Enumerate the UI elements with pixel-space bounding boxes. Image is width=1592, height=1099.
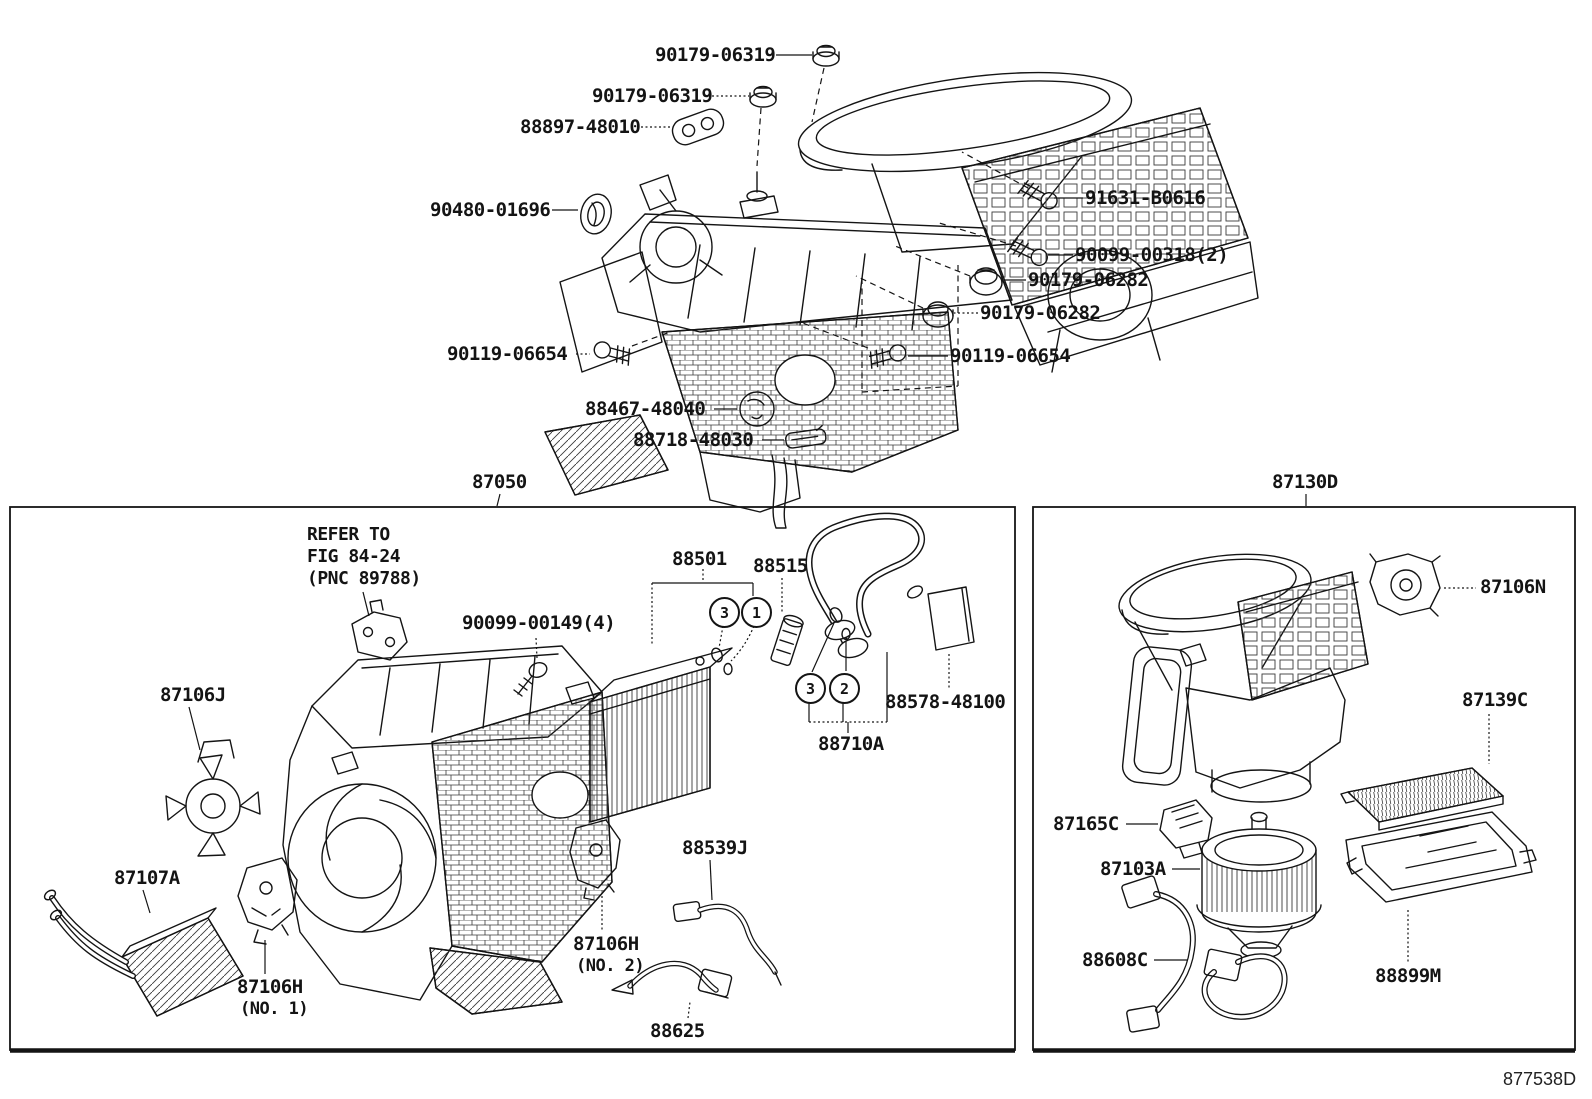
o-ring-icon [841, 627, 851, 641]
part-label-90480-01696: 90480-01696 [430, 199, 551, 221]
part-label-90179-06282-b: 90179-06282 [980, 302, 1101, 324]
o-ring-icon [711, 647, 723, 663]
refer-note-line-1: REFER TO [307, 524, 390, 545]
part-label-87165C: 87165C [1053, 813, 1119, 835]
part-label-90099-00149: 90099-00149(4) [462, 612, 616, 634]
part-label-87106H-no2: 87106H [573, 933, 639, 955]
top-exploded-assembly-drawing [544, 71, 1259, 529]
section-boxes [9, 493, 1576, 1053]
part-label-88578-48100: 88578-48100 [885, 691, 1006, 713]
heater-core-icon [43, 889, 244, 1017]
top-leader-lines [552, 54, 1083, 441]
panel-title-87130D: 87130D [1272, 471, 1338, 493]
part-label-90119-06654-a: 90119-06654 [950, 345, 1071, 367]
part-label-87107A: 87107A [114, 867, 180, 889]
screw-icon [513, 662, 548, 697]
refer-note-line-2: FIG 84-24 [307, 546, 401, 567]
evaporator-icon [589, 647, 733, 823]
part-label-87106H-no1-sub: (NO. 1) [240, 999, 309, 1019]
part-label-91631-B0616: 91631-B0616 [1085, 187, 1206, 209]
callout-circle-3b: 3 [795, 673, 826, 704]
clip-icon [785, 424, 827, 449]
cabin-air-filter-icon [1340, 767, 1504, 831]
part-label-87106N: 87106N [1480, 576, 1546, 598]
thermistor-wire-icon [611, 960, 733, 999]
right-panel-leader-lines [1126, 587, 1490, 962]
part-label-88710A: 88710A [818, 733, 884, 755]
callout-circle-3a: 3 [709, 597, 740, 628]
nut-icon [749, 85, 777, 108]
expansion-valve-icon [770, 614, 804, 667]
servo-motor-icon [1369, 553, 1441, 617]
sticker-icon [927, 586, 975, 651]
gasket-icon [671, 108, 725, 146]
nut-icon [812, 44, 840, 67]
part-label-87103A: 87103A [1100, 858, 1166, 880]
screw-icon [593, 341, 632, 366]
servo-motor-icon [569, 819, 621, 901]
heater-unit-87050-drawing [43, 512, 975, 1017]
part-label-88501: 88501 [672, 548, 727, 570]
callout-circle-1: 1 [741, 597, 772, 628]
filter-case-icon [1345, 811, 1537, 903]
diagram-code: 877538D [1503, 1069, 1577, 1089]
panel-title-87050: 87050 [472, 471, 527, 493]
refer-note-line-3: (PNC 89788) [307, 568, 421, 589]
o-ring-icon [829, 607, 843, 623]
wire-harness-icon [672, 900, 782, 986]
part-label-87106J: 87106J [160, 684, 226, 706]
blower-unit-87130D-drawing [1118, 553, 1537, 1033]
servo-motor-icon [165, 739, 261, 857]
part-label-90179-06282-a: 90179-06282 [1028, 269, 1149, 291]
flange-nut-icon [922, 301, 954, 328]
part-label-87106H-no2-sub: (NO. 2) [576, 956, 645, 976]
part-label-88718-48030: 88718-48030 [633, 429, 754, 451]
screw-icon [868, 344, 907, 369]
part-label-88539J: 88539J [682, 837, 748, 859]
part-label-87106H-no1: 87106H [237, 976, 303, 998]
left-panel-leader-lines [142, 569, 950, 1019]
fastener-part-icons [580, 44, 1058, 449]
part-label-90099-00318: 90099-00318(2) [1075, 244, 1229, 266]
part-label-88897-48010: 88897-48010 [520, 116, 641, 138]
part-label-90119-06654-b: 90119-06654 [447, 343, 568, 365]
part-label-90179-06319-a: 90179-06319 [655, 44, 776, 66]
part-label-87139C: 87139C [1462, 689, 1528, 711]
cap-icon [739, 391, 775, 427]
blower-motor-icon [1196, 811, 1322, 959]
part-label-88515: 88515 [753, 555, 808, 577]
servo-motor-icon [237, 857, 298, 945]
part-label-88467-48040: 88467-48040 [585, 398, 706, 420]
bracket-icon [351, 599, 408, 661]
part-label-90179-06319-b: 90179-06319 [592, 85, 713, 107]
o-ring-icon [723, 662, 733, 676]
wire-harness-icon [1121, 875, 1288, 1033]
part-label-88899M: 88899M [1375, 965, 1441, 987]
flange-nut-icon [969, 267, 1003, 296]
grommet-icon [580, 193, 612, 235]
screw-icon [1017, 179, 1058, 210]
callout-circle-2: 2 [829, 673, 860, 704]
part-label-88625: 88625 [650, 1020, 705, 1042]
part-label-88608C: 88608C [1082, 949, 1148, 971]
